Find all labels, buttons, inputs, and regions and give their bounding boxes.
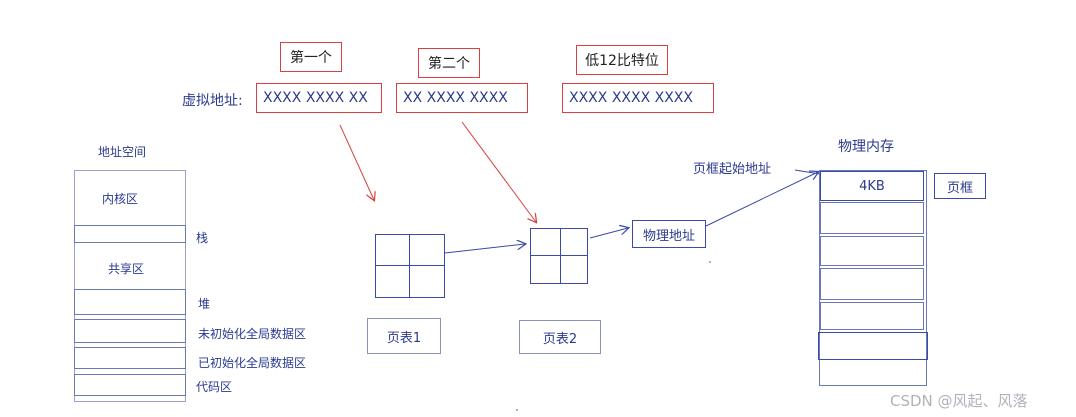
arrow-table1-to-table2 — [444, 244, 525, 254]
address-space-title: 地址空间 — [98, 145, 147, 159]
heap-label: 堆 — [198, 297, 211, 311]
memory-frame-4 — [820, 268, 924, 300]
arrow-seg1-to-table1 — [339, 124, 374, 200]
arrow-seg2-to-table2 — [461, 121, 536, 222]
page-table-1-grid — [375, 234, 445, 298]
virtual-address-label: 虚拟地址: — [182, 93, 243, 109]
arrow-table2-to-physaddr — [589, 228, 628, 239]
memory-frame-3 — [820, 236, 924, 266]
second-label: 第二个 — [428, 56, 470, 72]
virtual-address-seg2: XX XXXX XXXX — [396, 83, 528, 113]
shared-region-label: 共享区 — [108, 262, 145, 276]
line-frame-start-label — [794, 169, 821, 175]
data-region — [74, 347, 186, 369]
page-table-2-label-box: 页表2 — [519, 320, 601, 354]
stack-label: 栈 — [196, 231, 209, 245]
code-region — [74, 374, 186, 396]
second-label-box: 第二个 — [418, 48, 480, 78]
memory-frame-2 — [820, 202, 924, 234]
watermark: CSDN @风起、风落 — [890, 392, 1028, 410]
virtual-address-seg1: XXXX XXXX XX — [256, 83, 382, 113]
memory-frame-6 — [818, 332, 928, 360]
first-label: 第一个 — [290, 50, 332, 66]
frame-start-label: 页框起始地址 — [693, 162, 772, 177]
bss-label: 未初始化全局数据区 — [198, 327, 307, 341]
low-bits-label: 低12比特位 — [585, 53, 659, 69]
page-table-2-grid — [530, 228, 588, 284]
virtual-address-seg3: XXXX XXXX XXXX — [562, 83, 714, 113]
physical-address-box: 物理地址 — [632, 220, 706, 248]
page-table-2-label: 页表2 — [542, 331, 578, 347]
code-label: 代码区 — [196, 380, 233, 394]
page-table-1-label-box: 页表1 — [367, 318, 441, 354]
bss-region — [74, 319, 186, 343]
stack-region — [74, 225, 186, 243]
first-label-box: 第一个 — [280, 42, 342, 72]
low-bits-label-box: 低12比特位 — [576, 45, 668, 75]
frame-label: 页框 — [946, 180, 973, 196]
memory-frame-5 — [820, 302, 924, 330]
arrow-physaddr-to-frame — [705, 172, 818, 227]
physical-memory-title: 物理内存 — [838, 139, 894, 155]
physical-address-label: 物理地址 — [642, 228, 695, 244]
physical-memory-column — [819, 170, 927, 386]
frame-4kb: 4KB — [820, 171, 924, 201]
data-label: 已初始化全局数据区 — [198, 356, 307, 370]
frame-label-box: 页框 — [934, 173, 986, 199]
address-space-column — [74, 170, 186, 402]
kernel-region-label: 内核区 — [102, 192, 139, 206]
frame-size-label: 4KB — [859, 178, 885, 194]
heap-region — [74, 289, 186, 315]
page-table-1-label: 页表1 — [386, 330, 422, 346]
